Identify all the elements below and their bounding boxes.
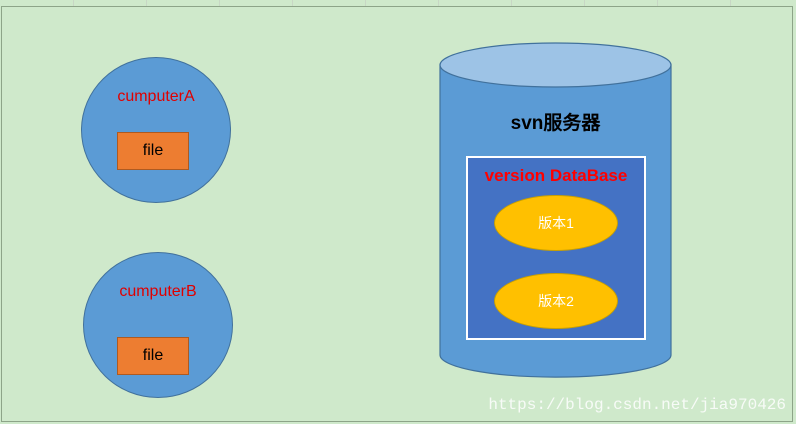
computer-b-file-label: file (142, 347, 164, 364)
grid-line (292, 0, 293, 6)
grid-line (730, 0, 731, 6)
version-2-label: 版本2 (538, 293, 574, 309)
version-database-box: version DataBase 版本1 版本2 (466, 156, 646, 340)
grid-line (438, 0, 439, 6)
version-2-node: 版本2 (494, 273, 618, 329)
computer-a-file-box: file (117, 132, 189, 170)
diagram-frame (1, 6, 793, 422)
computer-a-label: cumputerA (117, 88, 195, 105)
grid-line (584, 0, 585, 6)
grid-line (219, 0, 220, 6)
grid-line (73, 0, 74, 6)
computer-a-node: cumputerA file (81, 57, 231, 203)
grid-line (511, 0, 512, 6)
computer-b-node: cumputerB file (83, 252, 233, 398)
watermark-text: https://blog.csdn.net/jia970426 (488, 396, 786, 414)
version-1-node: 版本1 (494, 195, 618, 251)
version-1-label: 版本1 (538, 215, 574, 231)
database-title: version DataBase (484, 166, 628, 185)
grid-line (657, 0, 658, 6)
computer-b-file-box: file (117, 337, 189, 375)
grid-line (365, 0, 366, 6)
computer-a-file-label: file (142, 142, 164, 159)
computer-b-label: cumputerB (119, 283, 197, 300)
grid-line (146, 0, 147, 6)
server-title: svn服务器 (510, 113, 601, 134)
